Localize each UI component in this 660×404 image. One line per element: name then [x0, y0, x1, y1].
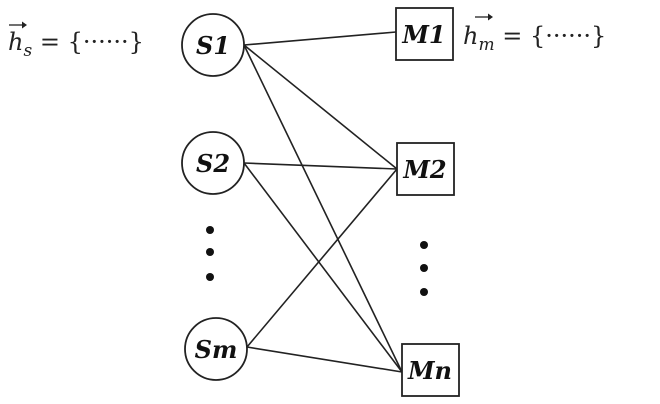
formula-target-rest: = {······} — [495, 22, 607, 50]
formula-source-rest: = {······} — [32, 28, 144, 56]
edge-s2-mn — [243, 162, 403, 373]
vector-arrow-head-source — [22, 21, 27, 29]
target-node-m2: M2 — [396, 142, 455, 196]
ellipsis-dot — [206, 248, 214, 256]
source-node-s2: S2 — [181, 131, 245, 195]
ellipsis-dot — [206, 226, 214, 234]
source-node-sm: Sm — [184, 317, 248, 381]
formula-source-var: h — [8, 28, 23, 56]
source-node-label: Sm — [195, 335, 238, 364]
source-node-label: S2 — [196, 149, 230, 178]
formula-target-var: h — [463, 22, 478, 50]
formula-target-sub: m — [478, 35, 494, 55]
ellipsis-dot — [206, 273, 214, 281]
ellipsis-dot — [420, 241, 428, 249]
edges-layer — [243, 31, 403, 373]
edge-sm-m2 — [246, 168, 398, 348]
ellipsis-dot — [420, 264, 428, 272]
formula-source: hs = {······} — [8, 21, 144, 61]
svg-text:hm = {······}: hm = {······} — [463, 22, 606, 55]
source-ellipsis — [206, 226, 214, 281]
target-node-label: M2 — [402, 155, 446, 184]
target-node-label: Mn — [407, 356, 452, 385]
svg-text:hs = {······}: hs = {······} — [8, 28, 144, 61]
edge-sm-mn — [246, 346, 403, 373]
edge-s1-m2 — [243, 44, 398, 170]
target-node-m1: M1 — [395, 7, 454, 61]
vector-arrow-head-target — [488, 13, 493, 21]
ellipsis-dot — [420, 288, 428, 296]
source-node-s1: S1 — [181, 13, 245, 77]
target-node-label: M1 — [401, 20, 445, 49]
edge-s1-m1 — [243, 31, 397, 46]
target-ellipsis — [420, 241, 428, 296]
edge-s2-m2 — [243, 162, 398, 170]
edge-s1-mn — [243, 44, 403, 373]
target-node-mn: Mn — [401, 343, 460, 397]
formula-source-sub: s — [23, 41, 32, 61]
formula-target: hm = {······} — [463, 13, 606, 55]
source-node-label: S1 — [196, 31, 230, 60]
